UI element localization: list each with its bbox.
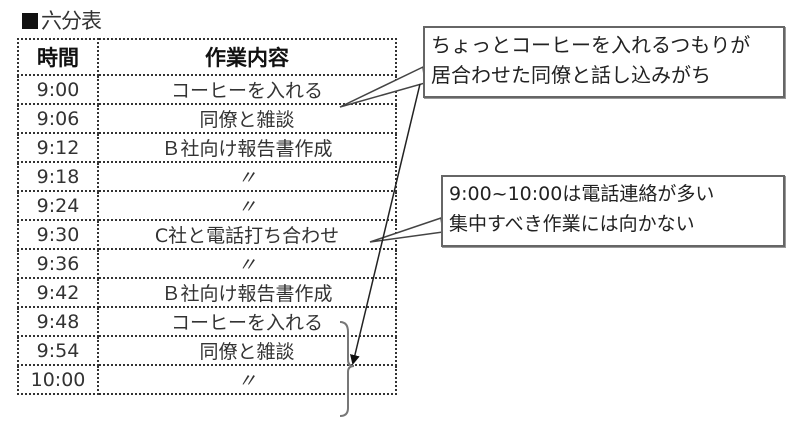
page-title: 六分表 [22,8,102,34]
cell-time: 9:30 [17,219,99,250]
cell-time: 9:54 [17,335,99,366]
callout2-pointer [369,217,444,243]
callout-line: 集中すべき作業には向かない [449,213,695,235]
callout1-pointer [339,65,426,108]
header-row: 時間 作業内容 [17,38,397,76]
callout-coffee-chat: ちょっとコーヒーを入れるつもりが 居合わせた同僚と話し込みがち [423,26,785,98]
cell-task: 〃 [97,248,397,279]
table-row: 9:24〃 [17,190,397,221]
cell-time: 10:00 [17,364,99,395]
cell-task: 〃 [97,161,397,192]
cell-time: 9:24 [17,190,99,221]
cell-time: 9:00 [17,74,99,105]
callout-phone-hours: 9:00~10:00は電話連絡が多い 集中すべき作業には向かない [441,175,785,247]
table-row: 9:18〃 [17,161,397,192]
callout-line: 居合わせた同僚と話し込みがち [431,63,711,87]
cell-task: Ｂ社向け報告書作成 [97,277,397,308]
cell-task: Ｂ社向け報告書作成 [97,132,397,163]
cell-task: C社と電話打ち合わせ [97,219,397,250]
arrow-line [350,83,421,365]
cell-time: 9:36 [17,248,99,279]
curly-brace [339,321,355,417]
cell-time: 9:06 [17,103,99,134]
callout-line: ちょっとコーヒーを入れるつもりが [431,33,751,57]
black-square-icon [22,13,38,29]
cell-time: 9:12 [17,132,99,163]
title-text: 六分表 [41,9,102,33]
cell-time: 9:42 [17,277,99,308]
cell-time: 9:48 [17,306,99,337]
callout-line: 9:00~10:00は電話連絡が多い [449,183,715,205]
cell-time: 9:18 [17,161,99,192]
cell-task: 同僚と雑談 [97,103,397,134]
header-task: 作業内容 [97,38,397,76]
table-row: 9:36〃 [17,248,397,279]
cell-task: コーヒーを入れる [97,74,397,105]
cell-task: 〃 [97,190,397,221]
header-time: 時間 [17,38,99,76]
